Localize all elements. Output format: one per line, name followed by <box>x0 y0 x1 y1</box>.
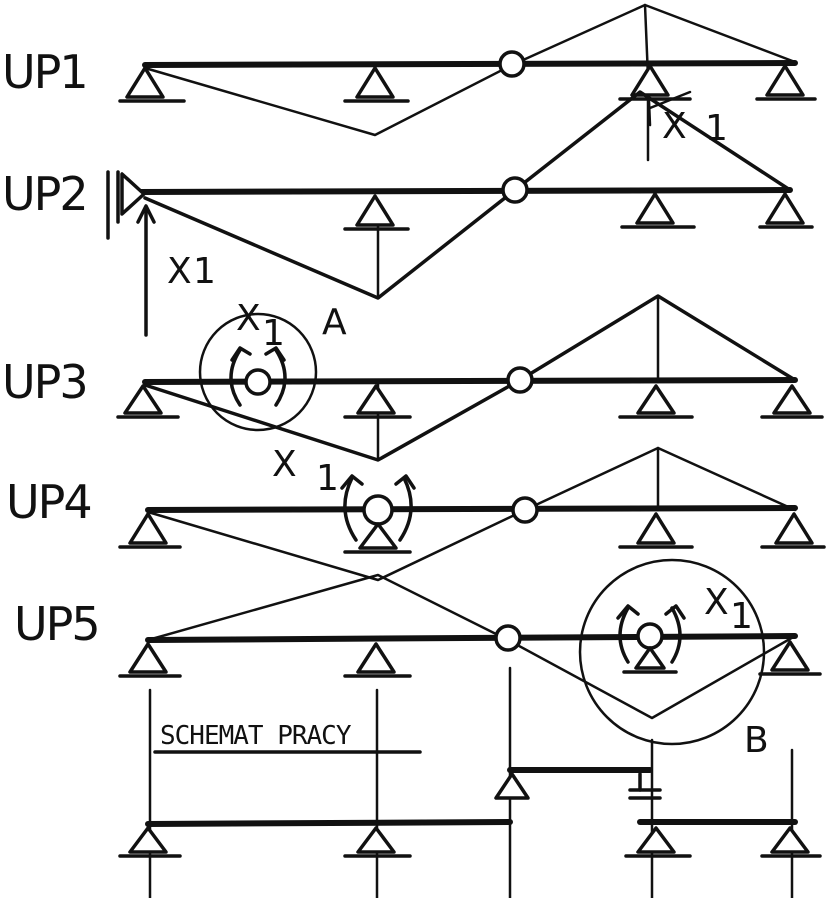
hinge <box>511 496 539 524</box>
moment-label-x: X <box>704 582 729 623</box>
beam <box>142 377 798 385</box>
beam <box>142 60 798 68</box>
pin-support <box>343 642 412 678</box>
pin-support <box>118 512 182 549</box>
detail-circle-b <box>578 558 766 746</box>
beam <box>145 633 798 643</box>
force-label-sub: 1 <box>193 251 216 292</box>
arrow-tick <box>648 90 692 110</box>
pin-support <box>760 826 822 858</box>
moment-label-sub: 1 <box>316 458 339 499</box>
row-label-up3: UP3 <box>2 355 87 409</box>
row-label-up4: UP4 <box>6 475 91 529</box>
left-beam <box>145 819 513 827</box>
pin-support <box>758 192 814 229</box>
moment-label-x: X <box>272 444 297 485</box>
pin-support <box>343 384 412 419</box>
pin-support <box>494 772 530 800</box>
pin-support <box>343 194 410 231</box>
roller-support-vertical <box>106 170 146 240</box>
moment-label-sub: 1 <box>262 313 285 354</box>
detail-circle-a <box>198 312 318 432</box>
pin-support <box>624 826 692 858</box>
pin-support <box>116 384 180 419</box>
hinge <box>494 624 522 652</box>
pin-support <box>343 826 412 858</box>
pin-support <box>620 192 696 229</box>
force-label-x: X <box>662 106 687 147</box>
influence-line <box>146 446 797 582</box>
point-label-a: A <box>322 302 347 343</box>
row-label-up2: UP2 <box>2 167 87 221</box>
work-scheme: SCHEMAT PRACY <box>118 666 822 898</box>
pin-support <box>118 66 186 103</box>
force-label-sub: 1 <box>705 108 728 149</box>
roller-support <box>628 772 662 800</box>
pin-support <box>118 642 182 678</box>
moment-label-sub: 1 <box>730 596 753 637</box>
diagram-up4: X 1 <box>118 444 826 582</box>
diagram-up2: X 1 X 1 <box>106 90 814 337</box>
pin-support <box>618 384 694 419</box>
pin-support <box>760 512 826 549</box>
force-label-x: X <box>167 251 192 292</box>
influence-line <box>146 573 797 720</box>
diagram-up3: X 1 A <box>116 294 824 462</box>
point-label-b: B <box>744 720 769 761</box>
hinge <box>501 176 529 204</box>
pin-support <box>118 826 182 858</box>
pin-support <box>618 512 694 549</box>
pin-support <box>343 66 410 103</box>
work-scheme-title: SCHEMAT PRACY <box>160 721 352 751</box>
pin-support <box>755 64 817 101</box>
row-label-up1: UP1 <box>2 45 87 99</box>
moment-label-x: X <box>236 298 261 339</box>
row-label-up5: UP5 <box>14 597 99 651</box>
diagram-up5: X 1 B <box>118 558 822 761</box>
beam <box>145 505 798 513</box>
pin-support <box>618 64 692 101</box>
hinge <box>506 366 534 394</box>
influence-line <box>143 3 797 137</box>
hinge <box>498 50 526 78</box>
pin-support <box>760 384 824 419</box>
pin-support <box>758 640 822 676</box>
beam <box>137 187 793 195</box>
hinge-support-detail <box>340 474 416 554</box>
force-arrow-head <box>136 204 156 224</box>
diagram-up1 <box>118 3 817 137</box>
influence-line <box>143 90 792 300</box>
